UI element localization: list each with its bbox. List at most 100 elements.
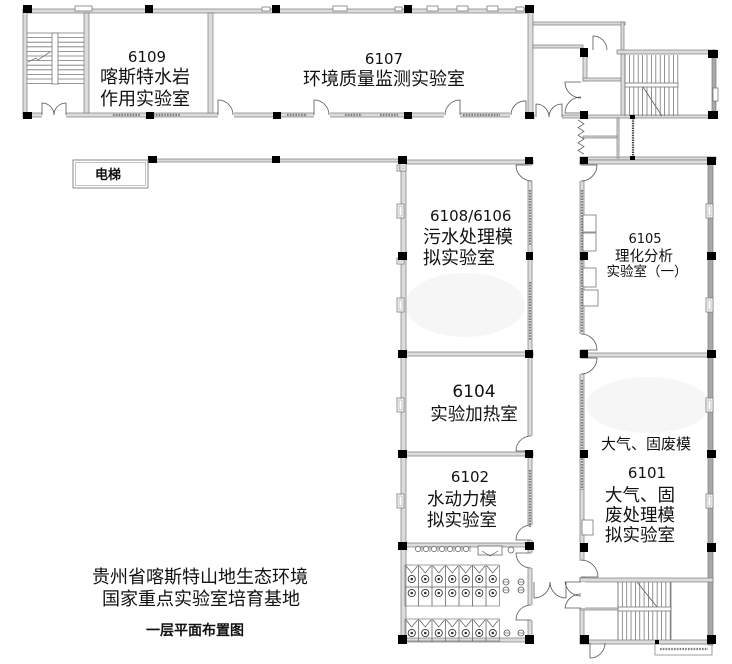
door-opening (579, 334, 585, 350)
door-swing (313, 99, 330, 116)
windows (74, 5, 719, 656)
room-annotation: 大气、固废模 (601, 435, 691, 453)
room-6101: 大气、固废模 6101 大气、固 废处理模 拟实验室 (601, 435, 691, 546)
window (396, 203, 405, 219)
stall-door (446, 565, 459, 574)
window (394, 6, 403, 12)
door-opening (527, 525, 533, 540)
window (705, 297, 714, 313)
room-number: 6107 (365, 50, 403, 68)
door-swing (53, 102, 67, 116)
column (525, 542, 534, 550)
door-swing (510, 100, 527, 116)
column (708, 50, 718, 58)
wall (582, 135, 618, 139)
stall-door (432, 565, 445, 574)
room-name-line: 拟实验室 (605, 526, 675, 546)
door-swing (592, 35, 608, 51)
structural-columns (23, 5, 718, 644)
column (580, 635, 589, 644)
column (145, 5, 153, 13)
room-name-line: 作用实验室 (100, 89, 190, 110)
column (630, 115, 635, 119)
stall-door (419, 565, 432, 574)
room-6105: 6105 理化分析 实验室（一） (607, 232, 688, 280)
wall (582, 77, 622, 82)
room-number: 6109 (128, 48, 166, 66)
wall (579, 639, 714, 645)
door-swing (549, 581, 567, 599)
window (486, 5, 499, 12)
stall-door (486, 619, 499, 628)
column (708, 111, 718, 119)
room-6104: 6104 实验加热室 (430, 382, 518, 425)
wall-openings (42, 112, 585, 620)
door-swing (548, 103, 563, 118)
door-swing (589, 642, 606, 659)
institution-name-line: 贵州省喀斯特山地生态环境 (92, 567, 308, 588)
door-swing (444, 99, 461, 116)
toilet-bowl (437, 591, 441, 595)
door-opening (218, 112, 234, 118)
column (707, 543, 716, 552)
wall (579, 577, 714, 583)
window-pane (398, 399, 403, 411)
column (707, 157, 716, 165)
column (272, 5, 280, 13)
room-number: 6108/6106 (430, 207, 511, 225)
door-swing (515, 524, 532, 541)
toilet-stall (485, 618, 500, 642)
room-name-line: 拟实验室 (423, 248, 495, 269)
room-name-line: 水动力模 (427, 490, 497, 510)
lab-bench (582, 214, 597, 233)
elevator: 电梯 (72, 159, 149, 189)
stall-door (486, 565, 499, 574)
toilet-bowl (423, 577, 427, 581)
wall (620, 53, 626, 117)
window (396, 493, 405, 509)
toilet-bowl (477, 631, 481, 635)
room-6107: 6107 环境质量监测实验室 (303, 50, 465, 90)
door-swing (564, 593, 582, 609)
room-number: 6104 (452, 382, 495, 402)
column (707, 252, 716, 260)
stall-door (446, 619, 459, 628)
column (525, 112, 534, 119)
lab-bench (581, 519, 594, 536)
lab-bench (582, 289, 599, 307)
toilet-bowl (423, 591, 427, 595)
toilet-bowl (423, 631, 427, 635)
toilet-bowl (464, 591, 468, 595)
column (707, 450, 716, 458)
window (705, 203, 714, 219)
wall (399, 451, 534, 457)
wall (711, 49, 717, 119)
wall (620, 21, 625, 53)
door-opening (527, 553, 533, 568)
room-number: 6105 (628, 232, 661, 247)
stair-handrail (617, 606, 672, 612)
column (525, 157, 533, 164)
column (580, 252, 588, 260)
column (525, 450, 533, 458)
room-number: 6102 (451, 468, 489, 486)
door-swing (515, 435, 532, 452)
sink-counter (477, 545, 503, 556)
urinal (431, 546, 437, 552)
column (398, 350, 407, 358)
window (515, 6, 525, 12)
column (398, 635, 407, 644)
stall-door (405, 565, 418, 574)
room-name-line: 废处理模 (605, 506, 675, 526)
window (396, 397, 405, 413)
toilet-bowl (410, 631, 414, 635)
stair-break-line (642, 86, 663, 117)
window-pane (398, 495, 403, 507)
toilet-bowl (477, 591, 481, 595)
stair-break-line (27, 51, 51, 63)
urinal (447, 546, 453, 552)
urinal (463, 546, 469, 552)
elevator-inner-box (75, 162, 146, 186)
door-swing (533, 581, 551, 599)
